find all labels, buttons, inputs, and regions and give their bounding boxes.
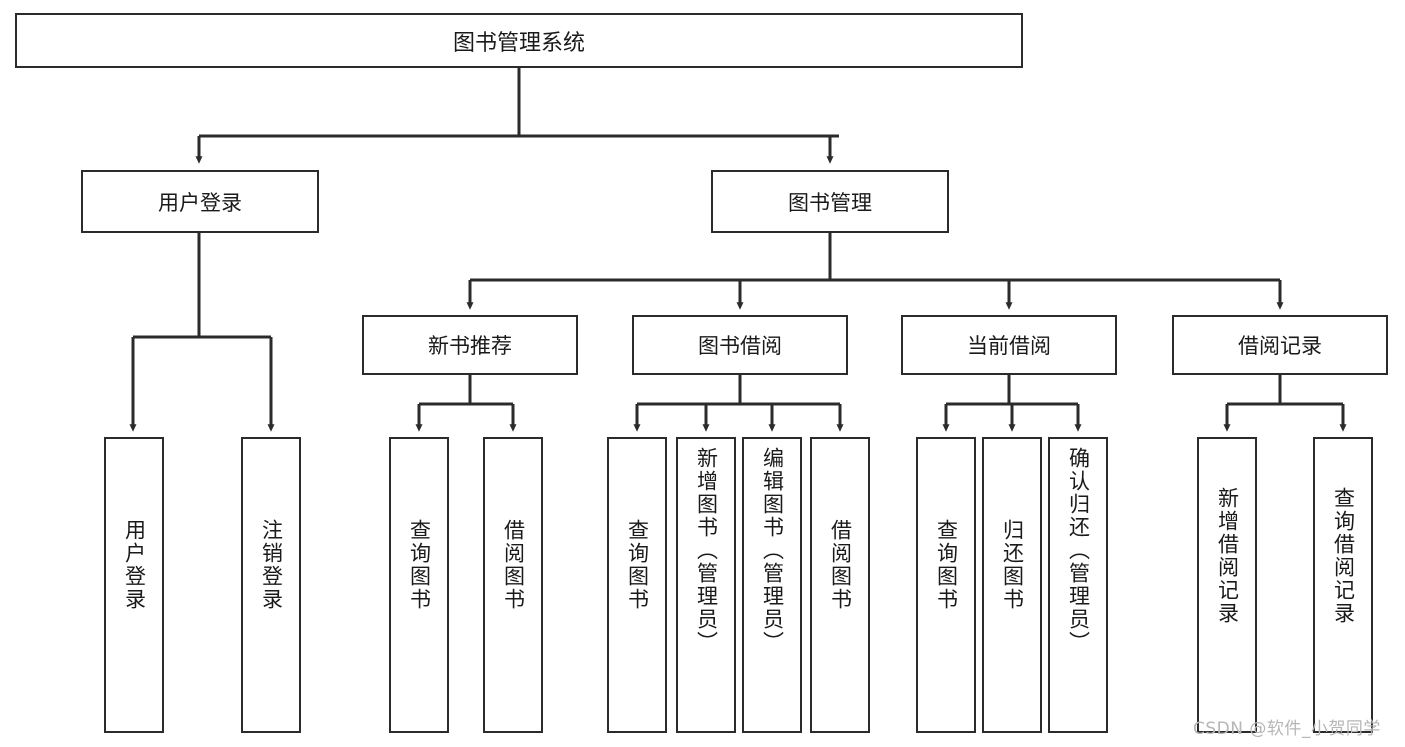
node-leaf-query-book-new-label: 查询图书 <box>407 519 432 611</box>
node-borrow-record[interactable]: 借阅记录 <box>1172 315 1388 375</box>
node-leaf-user-login-label: 用户登录 <box>122 519 147 611</box>
node-leaf-query-record[interactable]: 查询借阅记录 <box>1313 437 1373 733</box>
node-leaf-add-book[interactable]: 新增图书（管理员） <box>676 437 736 733</box>
node-leaf-query-book-borrow-label: 查询图书 <box>625 519 650 611</box>
node-leaf-borrow-book-new-label: 借阅图书 <box>501 519 526 611</box>
node-leaf-query-book-cur-label: 查询图书 <box>934 519 959 611</box>
node-leaf-add-record-label: 新增借阅记录 <box>1215 487 1240 625</box>
node-leaf-confirm-return[interactable]: 确认归还（管理员） <box>1048 437 1108 733</box>
node-leaf-add-record[interactable]: 新增借阅记录 <box>1197 437 1257 733</box>
node-book-borrow[interactable]: 图书借阅 <box>632 315 848 375</box>
node-leaf-return-book-label: 归还图书 <box>1000 519 1025 611</box>
node-current-borrow[interactable]: 当前借阅 <box>901 315 1117 375</box>
node-root-system-label: 图书管理系统 <box>452 30 585 56</box>
node-book-manage-label: 图书管理 <box>788 190 872 215</box>
node-borrow-record-label: 借阅记录 <box>1238 334 1322 358</box>
node-user-login[interactable]: 用户登录 <box>81 170 319 233</box>
node-leaf-query-record-label: 查询借阅记录 <box>1331 487 1356 625</box>
node-book-manage[interactable]: 图书管理 <box>711 170 949 233</box>
node-new-book-recommend-label: 新书推荐 <box>428 334 512 358</box>
node-new-book-recommend[interactable]: 新书推荐 <box>362 315 578 375</box>
node-leaf-return-book[interactable]: 归还图书 <box>982 437 1042 733</box>
node-book-borrow-label: 图书借阅 <box>698 334 782 358</box>
node-leaf-logout[interactable]: 注销登录 <box>241 437 301 733</box>
node-leaf-query-book-new[interactable]: 查询图书 <box>389 437 449 733</box>
node-leaf-borrow-book[interactable]: 借阅图书 <box>810 437 870 733</box>
node-leaf-edit-book[interactable]: 编辑图书（管理员） <box>742 437 802 733</box>
node-leaf-add-book-label: 新增图书（管理员） <box>694 447 719 654</box>
node-leaf-user-login[interactable]: 用户登录 <box>104 437 164 733</box>
node-user-login-label: 用户登录 <box>158 190 242 215</box>
node-current-borrow-label: 当前借阅 <box>967 334 1051 358</box>
node-leaf-query-book-borrow[interactable]: 查询图书 <box>607 437 667 733</box>
node-leaf-confirm-return-label: 确认归还（管理员） <box>1066 447 1091 654</box>
watermark-label: CSDN @软件_小贺同学 <box>1193 719 1381 739</box>
node-leaf-edit-book-label: 编辑图书（管理员） <box>760 447 785 654</box>
node-root-system[interactable]: 图书管理系统 <box>15 13 1023 68</box>
node-leaf-borrow-book-label: 借阅图书 <box>828 519 853 611</box>
node-leaf-query-book-cur[interactable]: 查询图书 <box>916 437 976 733</box>
node-leaf-borrow-book-new[interactable]: 借阅图书 <box>483 437 543 733</box>
node-leaf-logout-label: 注销登录 <box>259 519 284 611</box>
